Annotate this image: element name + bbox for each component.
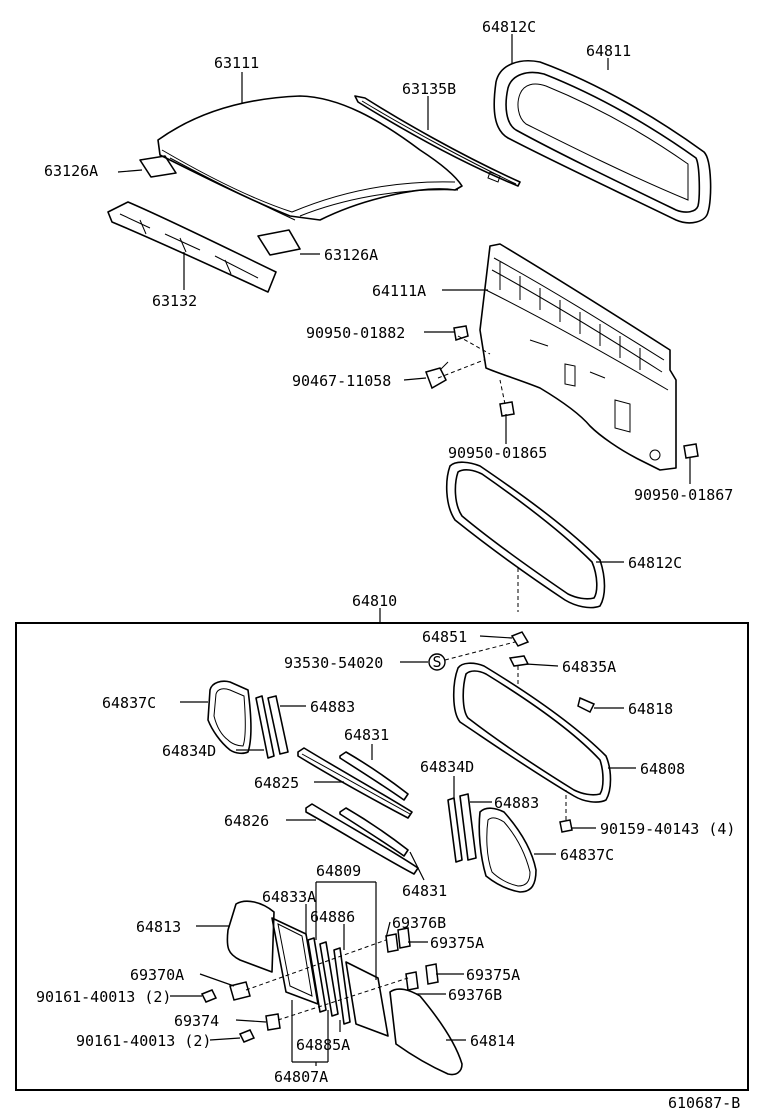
pad-63126A-right <box>257 229 301 256</box>
label-63126A-right: 63126A <box>324 246 378 264</box>
channel-64833A <box>307 937 327 1013</box>
label-64826: 64826 <box>224 812 269 830</box>
slide-window-64808 <box>452 662 612 803</box>
part-labels: 64812C 64811 63111 63135B 63126A 63126A … <box>36 18 740 1112</box>
label-64835A: 64835A <box>562 658 616 676</box>
label-63132: 63132 <box>152 292 197 310</box>
glass-64809 <box>345 961 389 1037</box>
label-64851: 64851 <box>422 628 467 646</box>
label-64831-bottom: 64831 <box>402 882 447 900</box>
bolt-90161-40013-b <box>238 1029 256 1043</box>
latch-69375A-bottom <box>425 963 439 985</box>
channel-64834D-right <box>447 797 463 863</box>
quarter-glass-64837C-left <box>207 680 252 755</box>
label-64808: 64808 <box>640 760 685 778</box>
roof-reinforcement-63132 <box>107 201 277 293</box>
label-64814: 64814 <box>470 1032 515 1050</box>
channel-64834D-left <box>255 695 275 759</box>
label-64818: 64818 <box>628 700 673 718</box>
pad-63126A-left <box>139 155 177 178</box>
latch-69375A-top <box>397 927 411 949</box>
back-window-64811 <box>493 60 712 224</box>
leader-lines <box>117 34 691 1066</box>
screw-90159-40143 <box>559 790 573 833</box>
label-64813: 64813 <box>136 918 181 936</box>
run-64826 <box>305 803 419 875</box>
pad-64835A <box>508 655 530 667</box>
s-symbol: S <box>428 653 446 671</box>
label-69375A-bottom: 69375A <box>466 966 520 984</box>
run-64825 <box>297 747 413 819</box>
label-64837C-right: 64837C <box>560 846 614 864</box>
label-69376B-bottom: 69376B <box>448 986 502 1004</box>
roof-bow-63135B <box>354 95 521 187</box>
latch-64818 <box>577 696 596 714</box>
label-90161-40013-a: 90161-40013 (2) <box>36 988 171 1006</box>
label-64886: 64886 <box>310 908 355 926</box>
channel-64883-right <box>459 793 477 861</box>
label-93530-54020: 93530-54020 <box>284 654 383 672</box>
label-69374: 69374 <box>174 1012 219 1030</box>
label-64834D-left: 64834D <box>162 742 216 760</box>
clip-90950-01882 <box>453 325 469 341</box>
stopper-69374 <box>265 1013 281 1031</box>
label-63111: 63111 <box>214 54 259 72</box>
label-64807A: 64807A <box>274 1068 328 1086</box>
clip-90950-01865 <box>499 401 515 417</box>
label-90467-11058: 90467-11058 <box>292 372 391 390</box>
label-64812C-mid: 64812C <box>628 554 682 572</box>
glass-64814 <box>389 988 463 1076</box>
channel-64886 <box>319 941 339 1017</box>
label-90159-40143: 90159-40143 (4) <box>600 820 735 838</box>
label-69376B-top: 69376B <box>392 914 446 932</box>
clip-90467-11058 <box>425 361 449 390</box>
label-64831-top: 64831 <box>344 726 389 744</box>
assembly-frame-64810 <box>15 622 749 1091</box>
back-panel-64111A <box>479 243 677 471</box>
label-64834D-right: 64834D <box>420 758 474 776</box>
quarter-glass-64837C-right <box>478 807 537 893</box>
glass-64813 <box>226 900 275 973</box>
weatherstrip-64812C <box>445 461 606 609</box>
label-64810: 64810 <box>352 592 397 610</box>
clip-64851 <box>510 631 530 647</box>
label-64809: 64809 <box>316 862 361 880</box>
label-90950-01882: 90950-01882 <box>306 324 405 342</box>
run-64831-bottom <box>339 807 409 857</box>
label-90950-01865: 90950-01865 <box>448 444 547 462</box>
label-63135B: 63135B <box>402 80 456 98</box>
clip-90950-01867 <box>683 443 699 459</box>
roof-panel-63111 <box>157 95 463 221</box>
channel-64883-left <box>267 695 289 755</box>
run-64831-top <box>339 751 409 801</box>
label-90950-01867: 90950-01867 <box>634 486 733 504</box>
label-64811: 64811 <box>586 42 631 60</box>
label-64833A: 64833A <box>262 888 316 906</box>
label-64885A: 64885A <box>296 1036 350 1054</box>
latch-69376B-bottom <box>405 971 419 991</box>
label-64812C-top: 64812C <box>482 18 536 36</box>
label-64883-right: 64883 <box>494 794 539 812</box>
bolt-90161-40013-a <box>200 989 218 1003</box>
label-69375A-top: 69375A <box>430 934 484 952</box>
diagram-id: 610687-B <box>668 1094 740 1112</box>
label-64111A: 64111A <box>372 282 426 300</box>
label-64837C-left: 64837C <box>102 694 156 712</box>
s-symbol-text: S <box>432 653 441 671</box>
label-69370A: 69370A <box>130 966 184 984</box>
label-63126A-left: 63126A <box>44 162 98 180</box>
channel-64885A <box>333 947 351 1025</box>
label-90161-40013-b: 90161-40013 (2) <box>76 1032 211 1050</box>
latch-69376B-top <box>385 933 399 953</box>
handle-69370A <box>229 981 251 1001</box>
label-64825: 64825 <box>254 774 299 792</box>
label-64883-left: 64883 <box>310 698 355 716</box>
